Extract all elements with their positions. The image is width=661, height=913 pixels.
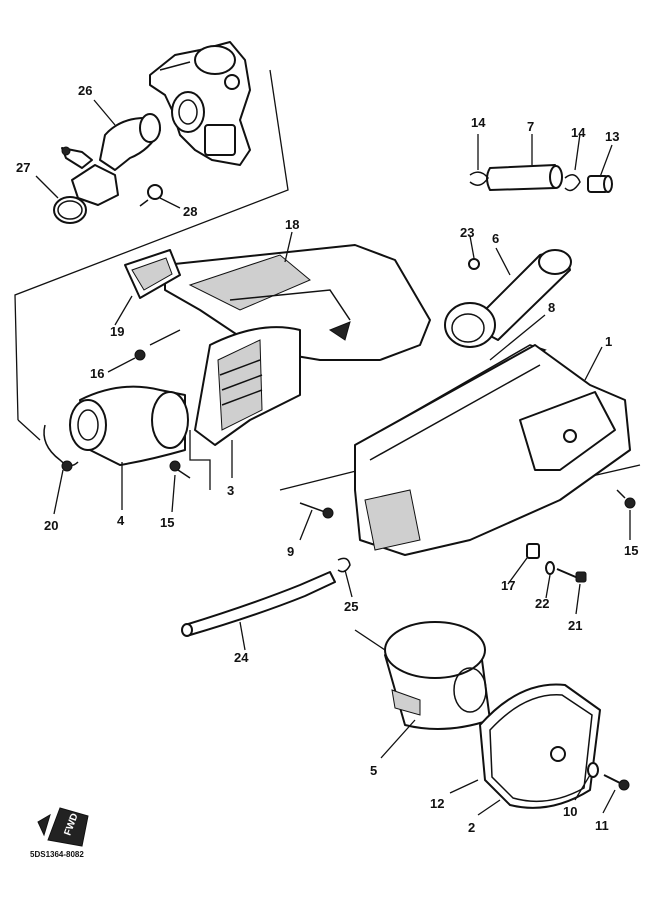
- callout-26: 26: [78, 83, 92, 98]
- part-10-washer: [587, 762, 599, 778]
- part-13-plug: [587, 175, 613, 193]
- part-14-clip-right: [564, 174, 581, 192]
- part-6-intake-duct: [444, 249, 572, 348]
- callout-13: 13: [605, 129, 619, 144]
- drawing-code: 5DS1364-8082: [30, 850, 84, 859]
- part-11-screw: [603, 774, 630, 791]
- callout-20: 20: [44, 518, 58, 533]
- part-9-bolt: [299, 502, 334, 519]
- part-26-carburetor-joint: [61, 113, 161, 206]
- carburetor: [149, 41, 251, 166]
- part-14-clip-left: [469, 171, 489, 186]
- part-22-washer: [545, 561, 555, 575]
- front-direction-arrow: FWD: [37, 807, 89, 847]
- callout-leader-lines: [35, 99, 631, 816]
- part-18-case-cover: [164, 244, 431, 361]
- callout-14-right: 14: [571, 125, 586, 140]
- callout-17: 17: [501, 578, 515, 593]
- callout-10: 10: [563, 804, 577, 819]
- callout-1: 1: [605, 334, 612, 349]
- callout-28: 28: [183, 204, 197, 219]
- callout-12: 12: [430, 796, 444, 811]
- part-24-drain-hose: [181, 571, 336, 637]
- callout-15-right: 15: [624, 543, 638, 558]
- part-28-screw: [139, 184, 163, 207]
- part-20-clamp: [43, 424, 79, 472]
- part-16-nut: [134, 349, 146, 361]
- part-19-element: [124, 249, 181, 299]
- callout-22: 22: [535, 596, 549, 611]
- part-25-clip: [337, 557, 351, 573]
- callout-18: 18: [285, 217, 299, 232]
- callout-21: 21: [568, 618, 582, 633]
- part-15-screw-right: [616, 489, 636, 509]
- callout-19: 19: [110, 324, 124, 339]
- part-2-cleaner-cover: [479, 683, 601, 809]
- callout-24: 24: [234, 650, 249, 665]
- callout-6: 6: [492, 231, 499, 246]
- part-5-filter-element: [384, 621, 491, 730]
- callout-7: 7: [527, 119, 534, 134]
- callout-11: 11: [595, 818, 609, 833]
- part-17-collar: [526, 543, 540, 559]
- callout-4: 4: [117, 513, 125, 528]
- part-3-inner-case: [194, 326, 301, 446]
- part-7-breather-hose: [486, 164, 563, 191]
- callout-15-left: 15: [160, 515, 174, 530]
- callout-3: 3: [227, 483, 234, 498]
- part-1-air-cleaner-case: [354, 344, 631, 556]
- callout-5: 5: [370, 763, 377, 778]
- callout-14-left: 14: [471, 115, 486, 130]
- callout-8: 8: [548, 300, 555, 315]
- callout-27: 27: [16, 160, 30, 175]
- callout-labels: 1 2 3 4 5 6 7 8 9 10 11 12 13 14 14 15 1…: [16, 83, 638, 835]
- callout-2: 2: [468, 820, 475, 835]
- part-4-joint: [69, 385, 189, 466]
- part-23-screw: [468, 258, 480, 270]
- callout-23: 23: [460, 225, 474, 240]
- callout-16: 16: [90, 366, 104, 381]
- part-21-bolt: [556, 568, 587, 583]
- callout-9: 9: [287, 544, 294, 559]
- callout-25: 25: [344, 599, 358, 614]
- part-15-bolt-left: [169, 460, 191, 479]
